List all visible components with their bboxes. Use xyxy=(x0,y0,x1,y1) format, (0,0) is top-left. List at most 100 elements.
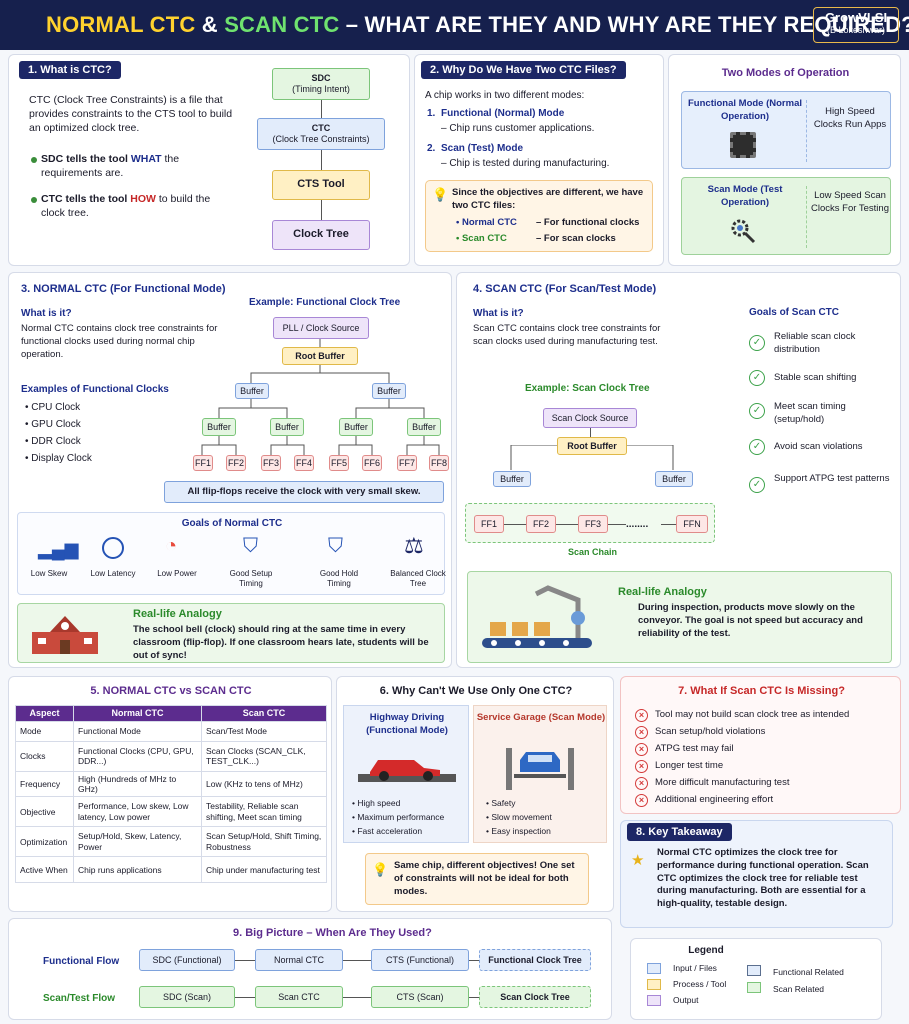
x-circle-icon: × xyxy=(635,743,648,756)
ctc-intro: CTC (Clock Tree Constraints) is a file t… xyxy=(29,94,233,135)
x-circle-icon: × xyxy=(635,777,648,790)
section-1-tag: 1. What is CTC? xyxy=(19,61,121,79)
x-circle-icon: × xyxy=(635,726,648,739)
flow-step: SDC (Functional) xyxy=(139,949,235,971)
flow-ctc-box: CTC(Clock Tree Constraints) xyxy=(257,118,385,150)
normal-ctc-label: • Normal CTC xyxy=(456,217,517,228)
flow-step: Scan CTC xyxy=(255,986,343,1008)
flip-flop: FFN xyxy=(676,515,708,533)
balance-scale-icon: ⚖ xyxy=(404,533,424,558)
ctc-bullet: CTC tells the tool HOW to build the cloc… xyxy=(41,193,211,220)
flow-step: Functional Clock Tree xyxy=(479,949,591,971)
flip-flop: FF3 xyxy=(578,515,608,533)
clock-icon xyxy=(102,537,124,559)
skew-note: All flip-flops receive the clock with ve… xyxy=(164,481,444,503)
buffer-box: Buffer xyxy=(270,418,304,436)
legend-swatch xyxy=(747,982,761,993)
scan-ctc-label: • Scan CTC xyxy=(456,233,507,244)
buffer-box: Buffer xyxy=(235,383,269,399)
example-clock: • GPU Clock xyxy=(25,419,81,430)
scan-tree-lines xyxy=(510,445,674,470)
flip-flop: FF2 xyxy=(226,455,246,471)
section-3-title: 3. NORMAL CTC (For Functional Mode) xyxy=(21,283,226,295)
buffer-box: Buffer xyxy=(407,418,441,436)
legend-swatch xyxy=(647,979,661,990)
x-circle-icon: × xyxy=(635,794,648,807)
section-2-tag: 2. Why Do We Have Two CTC Files? xyxy=(421,61,626,79)
star-icon: ★ xyxy=(631,852,645,869)
legend-swatch xyxy=(647,995,661,1006)
section-5-title: 5. NORMAL CTC vs SCAN CTC xyxy=(90,685,252,697)
check-icon: ✓ xyxy=(749,477,765,493)
x-circle-icon: × xyxy=(635,760,648,773)
shield-check-icon: ⛉ xyxy=(243,535,258,557)
section-scan-missing: 7. What If Scan CTC Is Missing? × Tool m… xyxy=(620,676,901,814)
flip-flop: FF1 xyxy=(193,455,213,471)
root-buffer: Root Buffer xyxy=(282,347,358,365)
flip-flop: FF4 xyxy=(294,455,314,471)
chip-icon xyxy=(730,132,756,158)
normal-ctc-desc: Normal CTC contains clock tree constrain… xyxy=(21,323,218,360)
objectives-note: 💡 Same chip, different objectives! One s… xyxy=(365,853,589,905)
section-scan-ctc: 4. SCAN CTC (For Scan/Test Mode) What is… xyxy=(456,272,901,668)
pll-clock-source: PLL / Clock Source xyxy=(273,317,369,339)
flip-flop: FF6 xyxy=(362,455,382,471)
buffer-box: Buffer xyxy=(372,383,406,399)
scan-analogy-text: During inspection, products move slowly … xyxy=(638,602,863,639)
flip-flop: FF1 xyxy=(474,515,504,533)
check-icon: ✓ xyxy=(749,439,765,455)
header-bar: NORMAL CTC & SCAN CTC – WHAT ARE THEY AN… xyxy=(0,0,909,50)
example-clock: • CPU Clock xyxy=(25,402,81,413)
flow-sdc-box: SDC(Timing Intent) xyxy=(272,68,370,100)
section-why-not-one: 6. Why Can't We Use Only One CTC? Highwa… xyxy=(336,676,614,912)
bullet-icon xyxy=(31,197,37,203)
legend-swatch xyxy=(747,965,761,976)
functional-mode-card: Functional Mode (Normal Operation) High … xyxy=(681,91,891,169)
functional-mode-label: Functional (Normal) Mode xyxy=(441,108,565,119)
scan-flow-label: Scan/Test Flow xyxy=(43,993,116,1004)
buffer-box: Buffer xyxy=(339,418,373,436)
normal-analogy-panel: Real-life Analogy The school bell (clock… xyxy=(17,603,445,663)
flow-step: Scan Clock Tree xyxy=(479,986,591,1008)
check-icon: ✓ xyxy=(749,370,765,386)
school-building-icon xyxy=(30,612,100,656)
page-title: NORMAL CTC & SCAN CTC – WHAT ARE THEY AN… xyxy=(46,12,909,37)
buffer-box: Buffer xyxy=(493,471,531,487)
brand-logo: GrowVLSI(B Lokeshwar) xyxy=(813,7,899,43)
scan-mode-label: Scan (Test) Mode xyxy=(441,143,524,154)
functional-flow-label: Functional Flow xyxy=(43,956,120,967)
x-circle-icon: × xyxy=(635,709,648,722)
gear-magnifier-icon xyxy=(728,216,756,244)
takeaway-text: Normal CTC optimizes the clock tree for … xyxy=(657,847,869,910)
section-what-is-ctc: 1. What is CTC? CTC (Clock Tree Constrai… xyxy=(8,54,410,266)
car-lift-icon xyxy=(504,744,576,790)
flow-clock-tree-box: Clock Tree xyxy=(272,220,370,250)
shield-check-icon: ⛉ xyxy=(328,535,343,557)
modes-intro: A chip works in two different modes: xyxy=(425,90,585,101)
two-modes-title: Two Modes of Operation xyxy=(721,67,850,79)
flip-flop: FF7 xyxy=(397,455,417,471)
bar-chart-icon: ▂▄▆ xyxy=(38,539,79,559)
section-6-title: 6. Why Can't We Use Only One CTC? xyxy=(379,685,573,697)
flip-flop: FF5 xyxy=(329,455,349,471)
legend-panel: Legend Input / Files Process / Tool Outp… xyxy=(630,938,882,1020)
sdc-bullet: SDC tells the tool WHAT the requirements… xyxy=(41,153,180,180)
example-clock: • DDR Clock xyxy=(25,436,81,447)
root-buffer: Root Buffer xyxy=(557,437,627,455)
flow-step: CTS (Functional) xyxy=(371,949,469,971)
buffer-box: Buffer xyxy=(202,418,236,436)
scan-chain: FF1 FF2 FF3 ........ FFN xyxy=(465,503,715,543)
example-clock: • Display Clock xyxy=(25,453,92,464)
section-normal-ctc: 3. NORMAL CTC (For Functional Mode) What… xyxy=(8,272,452,668)
check-icon: ✓ xyxy=(749,335,765,351)
highway-panel: Highway Driving (Functional Mode) • High… xyxy=(343,705,469,843)
flow-cts-tool-box: CTS Tool xyxy=(272,170,370,200)
bullet-icon xyxy=(31,157,37,163)
